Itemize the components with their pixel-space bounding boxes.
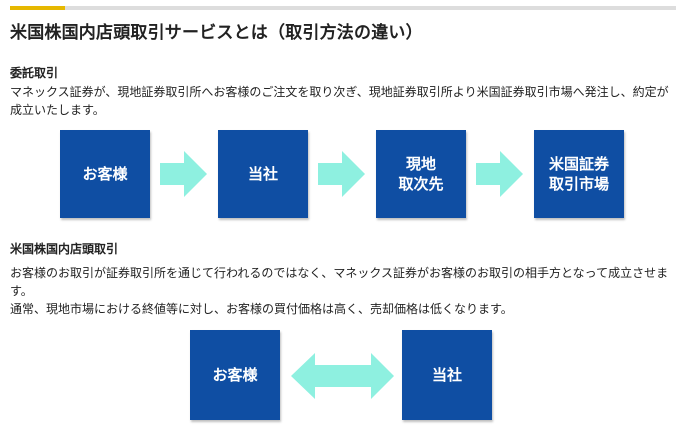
right-arrow-icon <box>318 151 365 197</box>
flow-box-company: 当社 <box>218 130 308 218</box>
top-accent-bar <box>10 6 676 10</box>
right-arrow-icon <box>160 151 207 197</box>
double-arrow-icon <box>291 353 394 399</box>
top-accent-highlight <box>10 6 65 10</box>
flow-box-us-market: 米国証券 取引市場 <box>534 130 624 218</box>
flow-box-local-broker: 現地 取次先 <box>376 130 466 218</box>
otc-box-customer: お客様 <box>190 330 280 420</box>
consignment-description: マネックス証券が、現地証券取引所へお客様のご注文を取り次ぎ、現地証券取引所より米… <box>10 85 669 117</box>
otc-description-2: 通常、現地市場における終値等に対し、お客様の買付価格は高く、売却価格は低くなりま… <box>10 302 513 316</box>
section-title-otc: 米国株国内店頭取引 <box>10 242 119 256</box>
page-title: 米国株国内店頭取引サービスとは（取引方法の違い） <box>10 23 423 43</box>
otc-box-company: 当社 <box>402 330 492 420</box>
right-arrow-icon <box>476 151 523 197</box>
section-title-consignment: 委託取引 <box>10 66 59 80</box>
flow-box-customer: お客様 <box>60 130 150 218</box>
otc-description-1: お客様のお取引が証券取引所を通じて行われるのではなく、マネックス証券がお客様のお… <box>10 266 669 298</box>
